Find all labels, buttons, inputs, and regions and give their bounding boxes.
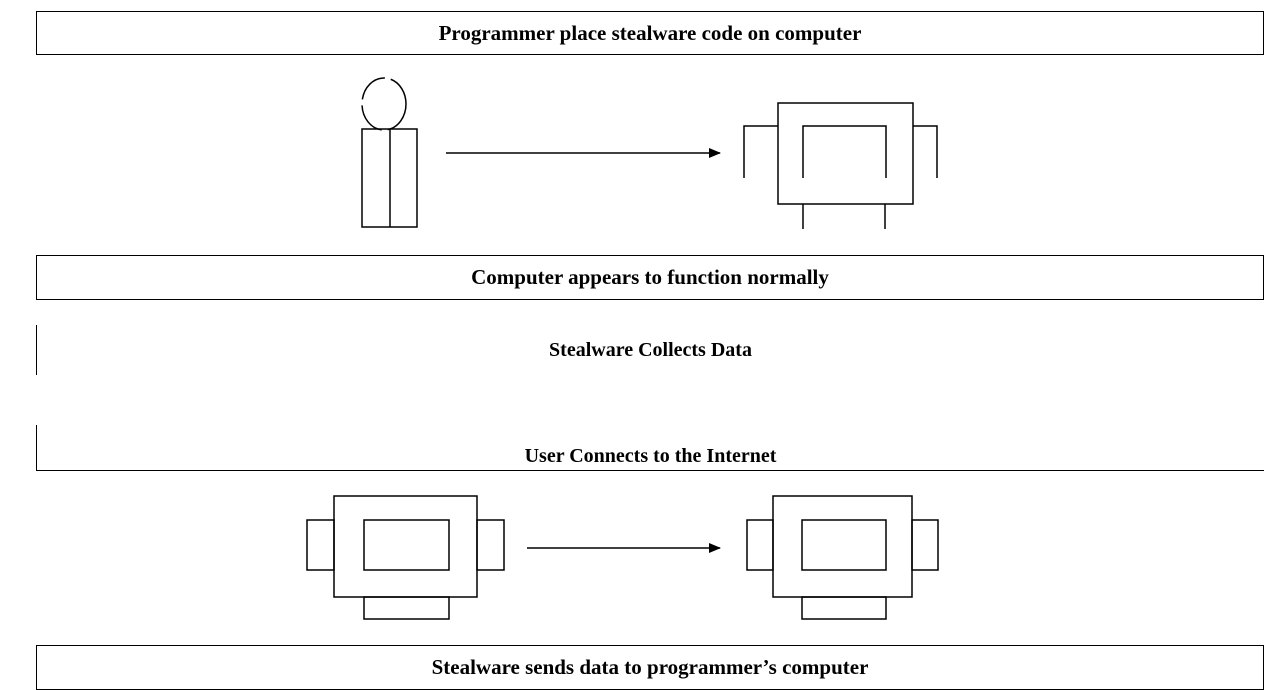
- step-label: User Connects to the Internet: [524, 445, 777, 467]
- step-label: Stealware sends data to programmer’s com…: [431, 655, 869, 679]
- step-programmer-places-code: Programmer place stealware code on compu…: [36, 11, 1264, 55]
- computer-icon: [743, 102, 938, 229]
- step-computer-functions-normally: Computer appears to function normally: [36, 255, 1264, 300]
- person-icon: [361, 77, 418, 228]
- step-label: Stealware Collects Data: [549, 338, 752, 361]
- step-user-connects-internet: User Connects to the Internet: [36, 425, 1264, 471]
- step-stealware-collects-data: Stealware Collects Data: [36, 325, 1264, 375]
- computer-icon: [306, 495, 505, 620]
- computer-icon: [746, 495, 939, 620]
- step-label: Computer appears to function normally: [471, 265, 829, 289]
- step-label: Programmer place stealware code on compu…: [438, 20, 862, 45]
- step-stealware-sends-data: Stealware sends data to programmer’s com…: [36, 645, 1264, 690]
